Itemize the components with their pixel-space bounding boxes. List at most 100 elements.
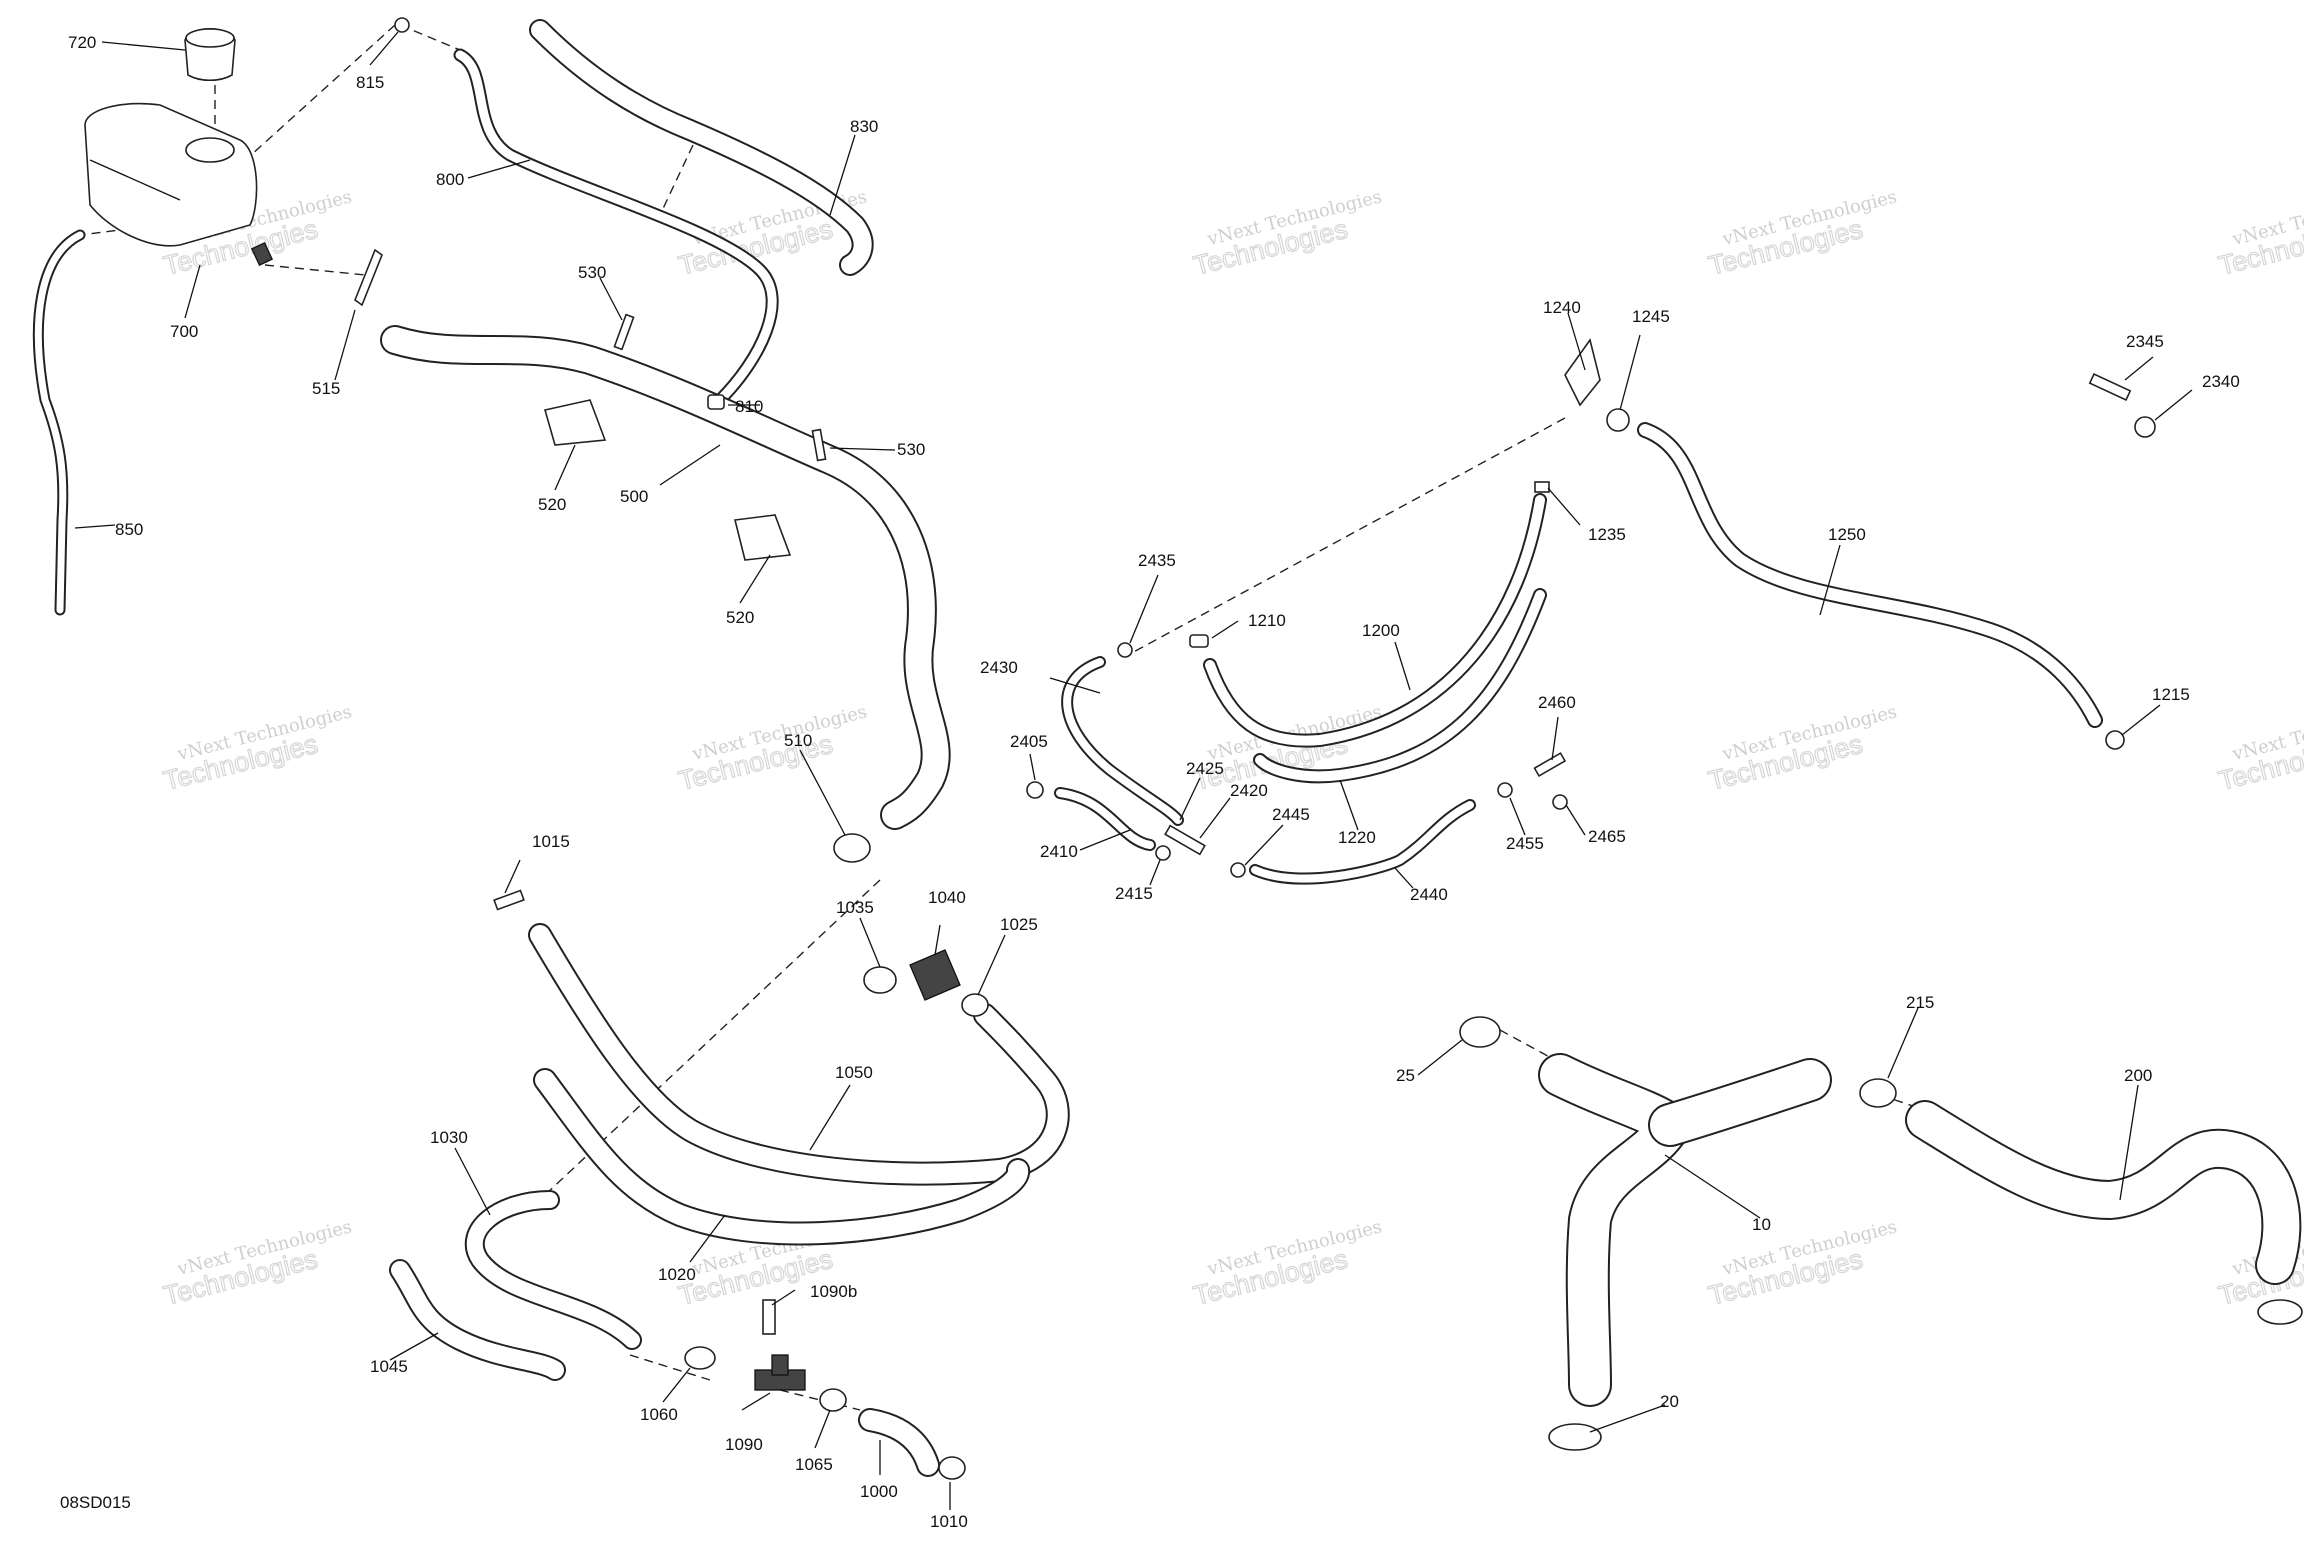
callout-700: 700: [170, 322, 198, 341]
part-2455-clamp: [1497, 782, 1513, 798]
hose-1250: [1637, 422, 2103, 728]
callout-1035: 1035: [836, 898, 874, 917]
callout-810: 810: [735, 397, 763, 416]
callout-510: 510: [784, 731, 812, 750]
part-1060-clamp: [684, 1346, 716, 1370]
callout-2340: 2340: [2202, 372, 2240, 391]
callout-1050: 1050: [835, 1063, 873, 1082]
callout-1060: 1060: [640, 1405, 678, 1424]
hose-1000: [858, 1408, 940, 1477]
part-1025-clamp: [961, 993, 989, 1017]
callout-1000: 1000: [860, 1482, 898, 1501]
callout-labels: 720 815 800 830 700 515 530 810 530 520 …: [68, 33, 2240, 1531]
watermark: vNext Technologies Technologies: [1705, 186, 1899, 281]
part-2445-clamp: [1230, 862, 1246, 878]
callout-2405: 2405: [1010, 732, 1048, 751]
part-1215-clamp: [2105, 730, 2125, 750]
callout-2425: 2425: [1186, 759, 1224, 778]
part-2465-nut: [1552, 794, 1568, 810]
assembly-line: [659, 144, 694, 216]
hose-2410: [1054, 787, 1156, 851]
part-20-clamp: [1548, 1423, 1602, 1451]
callout-1245: 1245: [1632, 307, 1670, 326]
hose-1030: [464, 1190, 642, 1350]
callout-2345: 2345: [2126, 332, 2164, 351]
part-2340-nut: [2134, 416, 2156, 438]
callout-1240: 1240: [1543, 298, 1581, 317]
callout-1010: 1010: [930, 1512, 968, 1531]
callout-1215: 1215: [2152, 685, 2190, 704]
hose-2440: [1249, 799, 1476, 885]
hose-1045: [389, 1259, 566, 1381]
part-515-bracket: [354, 248, 383, 307]
pipe-200: [1905, 1100, 2302, 1285]
part-2415-clamp: [1155, 845, 1171, 861]
parts: [84, 17, 2303, 1480]
callout-2420: 2420: [1230, 781, 1268, 800]
part-1235-fitting: [1534, 481, 1550, 493]
watermark: vNext Technologies Technologies: [1705, 701, 1899, 796]
callout-2460: 2460: [1538, 693, 1576, 712]
part-1090-tee: [754, 1354, 806, 1391]
callout-1090: 1090: [725, 1435, 763, 1454]
part-25-clamp: [1459, 1016, 1501, 1048]
part-815-clamp: [394, 17, 410, 33]
part-1090b-sensor: [762, 1299, 776, 1335]
hoses: [32, 19, 2302, 1477]
part-215-clamp: [1859, 1078, 1897, 1108]
assembly-line: [1499, 1029, 1556, 1061]
part-1210-plug: [1189, 634, 1209, 648]
callout-1090b: 1090b: [810, 1282, 857, 1301]
part-720-cap: [184, 28, 236, 82]
callout-1235: 1235: [1588, 525, 1626, 544]
callout-2430: 2430: [980, 658, 1018, 677]
callout-2410: 2410: [1040, 842, 1078, 861]
callout-2445: 2445: [1272, 805, 1310, 824]
callout-1065: 1065: [795, 1455, 833, 1474]
assembly-line: [1127, 417, 1566, 656]
assembly-line: [399, 24, 461, 51]
watermark: vNext Technologies Technologies: [1190, 1216, 1384, 1311]
callout-2465: 2465: [1588, 827, 1626, 846]
part-1040-fitting: [909, 949, 961, 1001]
callout-520: 520: [538, 495, 566, 514]
callout-800: 800: [436, 170, 464, 189]
part-1010-clamp: [938, 1456, 966, 1480]
part-510-clamp: [833, 833, 871, 863]
callout-215: 215: [1906, 993, 1934, 1012]
hose-1050: [528, 923, 1070, 1186]
callout-1210: 1210: [1248, 611, 1286, 630]
part-1035-clamp: [863, 966, 897, 994]
callout-2415: 2415: [1115, 884, 1153, 903]
callout-1015: 1015: [532, 832, 570, 851]
hose-1220: [1253, 588, 1547, 784]
watermark: vNext Technologies Technologies: [675, 701, 869, 796]
part-810-clamp: [707, 394, 725, 410]
hose-850: [32, 229, 86, 616]
part-530-bolt: [811, 428, 827, 462]
callout-1045: 1045: [370, 1357, 408, 1376]
watermark: vNext Technologies Technologies: [2215, 186, 2304, 281]
leader-lines: [74, 31, 2193, 1510]
assembly-line: [264, 264, 366, 276]
assembly-line: [779, 1389, 861, 1411]
callout-1025: 1025: [1000, 915, 1038, 934]
callout-2455: 2455: [1506, 834, 1544, 853]
assembly-line: [239, 24, 396, 166]
callout-720: 720: [68, 33, 96, 52]
assembly-line: [79, 224, 161, 236]
callout-1200: 1200: [1362, 621, 1400, 640]
callout-2440: 2440: [1410, 885, 1448, 904]
part-530-bolt: [613, 313, 635, 351]
part-200-clamp: [2257, 1299, 2303, 1325]
part-520-bracket: [734, 514, 792, 561]
callout-1040: 1040: [928, 888, 966, 907]
hose-1200: [1203, 493, 1547, 748]
part-1065-clamp: [819, 1388, 847, 1412]
part-700-tank: [84, 102, 274, 266]
callout-10: 10: [1752, 1215, 1771, 1234]
callout-520: 520: [726, 608, 754, 627]
part-2460-fitting: [1533, 752, 1567, 778]
